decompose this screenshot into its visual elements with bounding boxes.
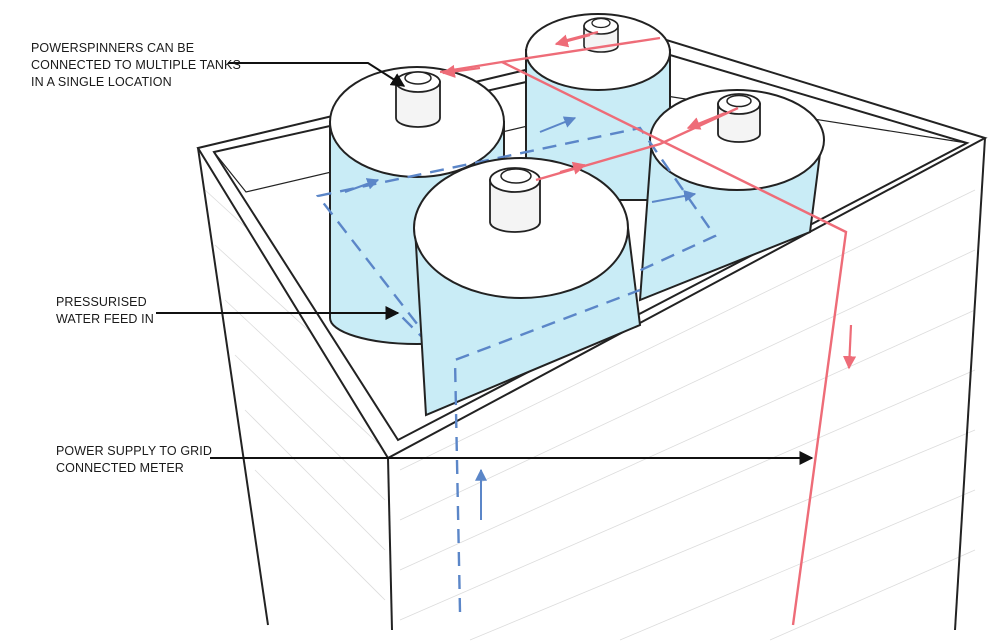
power-supply-label: POWER SUPPLY TO GRID CONNECTED METER (56, 443, 212, 477)
power-supply-label-line2: CONNECTED METER (56, 461, 184, 475)
power-flow-arrows (441, 33, 857, 370)
powerspinner-icon (395, 71, 441, 128)
powerspinner-icon (489, 167, 541, 233)
tank-front (413, 157, 642, 417)
water-feed-label-line2: WATER FEED IN (56, 312, 154, 326)
water-feed-label-line1: PRESSURISED (56, 295, 147, 309)
power-supply-label-line1: POWER SUPPLY TO GRID (56, 444, 212, 458)
powerspinners-label: POWERSPINNERS CAN BE CONNECTED TO MULTIP… (31, 40, 241, 91)
powerspinner-icon (717, 93, 761, 143)
label-leaders (156, 62, 814, 465)
tank-right (638, 89, 825, 302)
water-feed-label: PRESSURISED WATER FEED IN (56, 294, 154, 328)
powerspinners-label-line1: POWERSPINNERS CAN BE (31, 41, 195, 55)
powerspinners-label-line2: CONNECTED TO MULTIPLE TANKS (31, 58, 241, 72)
powerspinners-label-line3: IN A SINGLE LOCATION (31, 75, 172, 89)
